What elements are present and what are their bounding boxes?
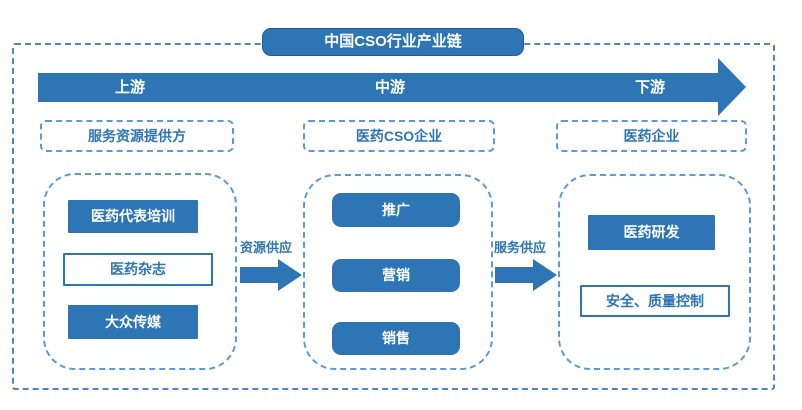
flow-arrow-bar xyxy=(38,73,720,102)
column-header-cso-companies: 医药CSO企业 xyxy=(303,120,495,152)
resource-supply-arrow-icon xyxy=(240,267,278,283)
item-marketing: 营销 xyxy=(332,259,460,292)
flow-arrow-head-icon xyxy=(718,58,746,116)
item-pharma-rep-training: 医药代表培训 xyxy=(68,200,198,233)
connector-label-resource-supply: 资源供应 xyxy=(239,240,292,255)
column-header-service-providers: 服务资源提供方 xyxy=(40,120,234,152)
flow-label-downstream: 下游 xyxy=(634,79,665,96)
service-supply-arrowhead-icon xyxy=(533,259,557,291)
item-mass-media: 大众传媒 xyxy=(68,305,198,339)
service-supply-arrow-icon xyxy=(495,267,533,283)
connector-label-service-supply: 服务供应 xyxy=(493,240,546,255)
flow-label-upstream: 上游 xyxy=(114,79,145,96)
item-safety-quality-control: 安全、质量控制 xyxy=(580,285,730,317)
item-pharma-rnd: 医药研发 xyxy=(588,215,715,250)
item-medical-magazine: 医药杂志 xyxy=(63,253,213,286)
item-sales: 销售 xyxy=(332,322,460,355)
item-promotion: 推广 xyxy=(332,193,460,227)
group-container-downstream xyxy=(558,174,751,370)
column-header-pharma-companies: 医药企业 xyxy=(556,120,747,152)
diagram-title: 中国CSO行业产业链 xyxy=(262,28,524,56)
flow-label-midstream: 中游 xyxy=(374,79,405,96)
resource-supply-arrowhead-icon xyxy=(278,259,302,291)
